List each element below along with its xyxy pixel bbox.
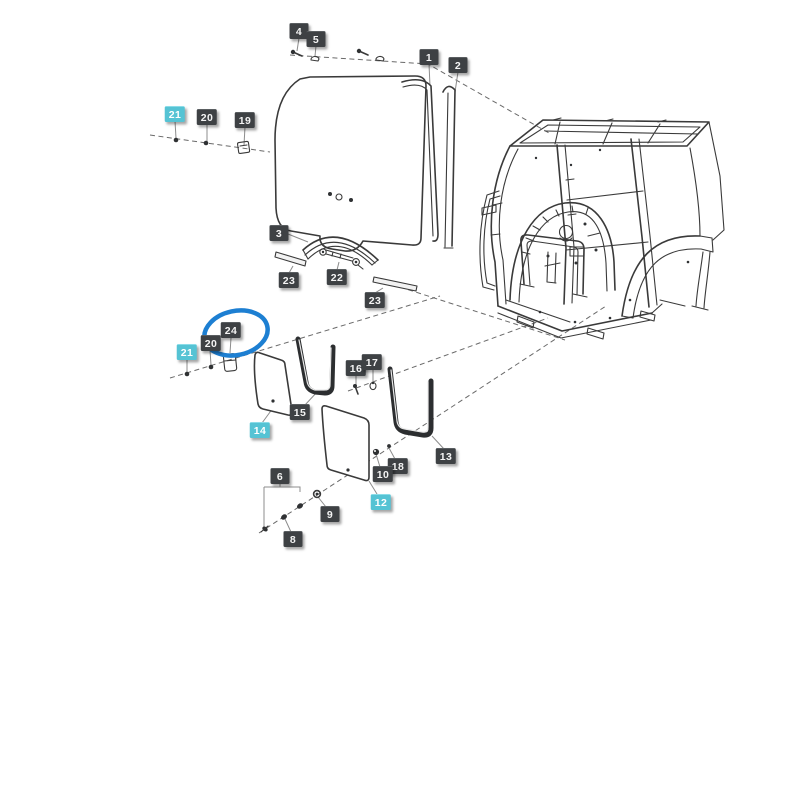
part-callout-22[interactable]: 22 (326, 269, 348, 285)
grab-handle (319, 248, 364, 270)
mounting-bracket (263, 486, 301, 527)
bolt-washer-clip-row-top (173, 137, 251, 154)
part-callout-17[interactable]: 17 (361, 354, 383, 370)
part-callout-5[interactable]: 5 (306, 31, 326, 47)
glass-hole (328, 192, 332, 196)
part-callout-4[interactable]: 4 (289, 23, 309, 39)
glass-run-channel-left (295, 336, 336, 396)
part-callout-15[interactable]: 15 (289, 404, 311, 420)
part-callout-12[interactable]: 12 (370, 494, 392, 510)
part-callout-13[interactable]: 13 (435, 448, 457, 464)
fasteners-16-17 (353, 381, 377, 395)
part-callout-23[interactable]: 23 (278, 272, 300, 288)
trim-strips (274, 251, 418, 292)
windscreen-glass (274, 75, 427, 252)
side-glass-upper (253, 351, 293, 416)
part-callout-20[interactable]: 20 (200, 335, 222, 351)
part-callout-23[interactable]: 23 (364, 292, 386, 308)
fasteners-18-10 (372, 444, 391, 456)
part-callout-8[interactable]: 8 (283, 531, 303, 547)
part-callout-21[interactable]: 21 (164, 106, 186, 122)
glass-hole (335, 193, 343, 201)
part-callout-6[interactable]: 6 (270, 468, 290, 484)
glass-run-channel-right (387, 366, 434, 438)
part-callout-3[interactable]: 3 (269, 225, 289, 241)
part-callout-1[interactable]: 1 (419, 49, 439, 65)
part-callout-24-circled[interactable]: 24 (220, 322, 242, 338)
glass-hole (349, 198, 353, 202)
part-callout-10[interactable]: 10 (372, 466, 394, 482)
part-callout-21[interactable]: 21 (176, 344, 198, 360)
part-callout-2[interactable]: 2 (448, 57, 468, 73)
part-callout-14[interactable]: 14 (249, 422, 271, 438)
screw-fasteners-top (290, 48, 385, 62)
part-callout-20[interactable]: 20 (196, 109, 218, 125)
part-callout-19[interactable]: 19 (234, 112, 256, 128)
part-callout-16[interactable]: 16 (345, 360, 367, 376)
part-callout-9[interactable]: 9 (320, 506, 340, 522)
part-callout-18[interactable]: 18 (387, 458, 409, 474)
side-glass-lower (321, 405, 370, 482)
windscreen-seals (401, 78, 456, 249)
cab-frame (479, 117, 725, 340)
fasteners-8-9 (260, 489, 322, 533)
arch-seal (302, 236, 379, 266)
